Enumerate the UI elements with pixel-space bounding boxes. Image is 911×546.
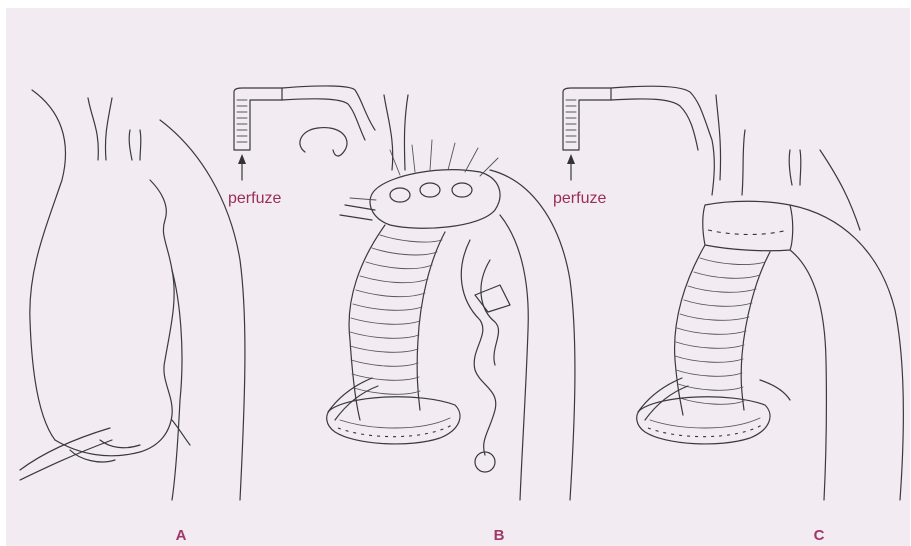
perfusion-label-b: perfuze: [228, 190, 281, 208]
panel-label-a: A: [171, 527, 191, 544]
figure-background: [6, 8, 910, 546]
panel-label-b: B: [489, 527, 509, 544]
panel-label-c: C: [809, 527, 829, 544]
perfusion-label-c: perfuze: [553, 190, 606, 208]
